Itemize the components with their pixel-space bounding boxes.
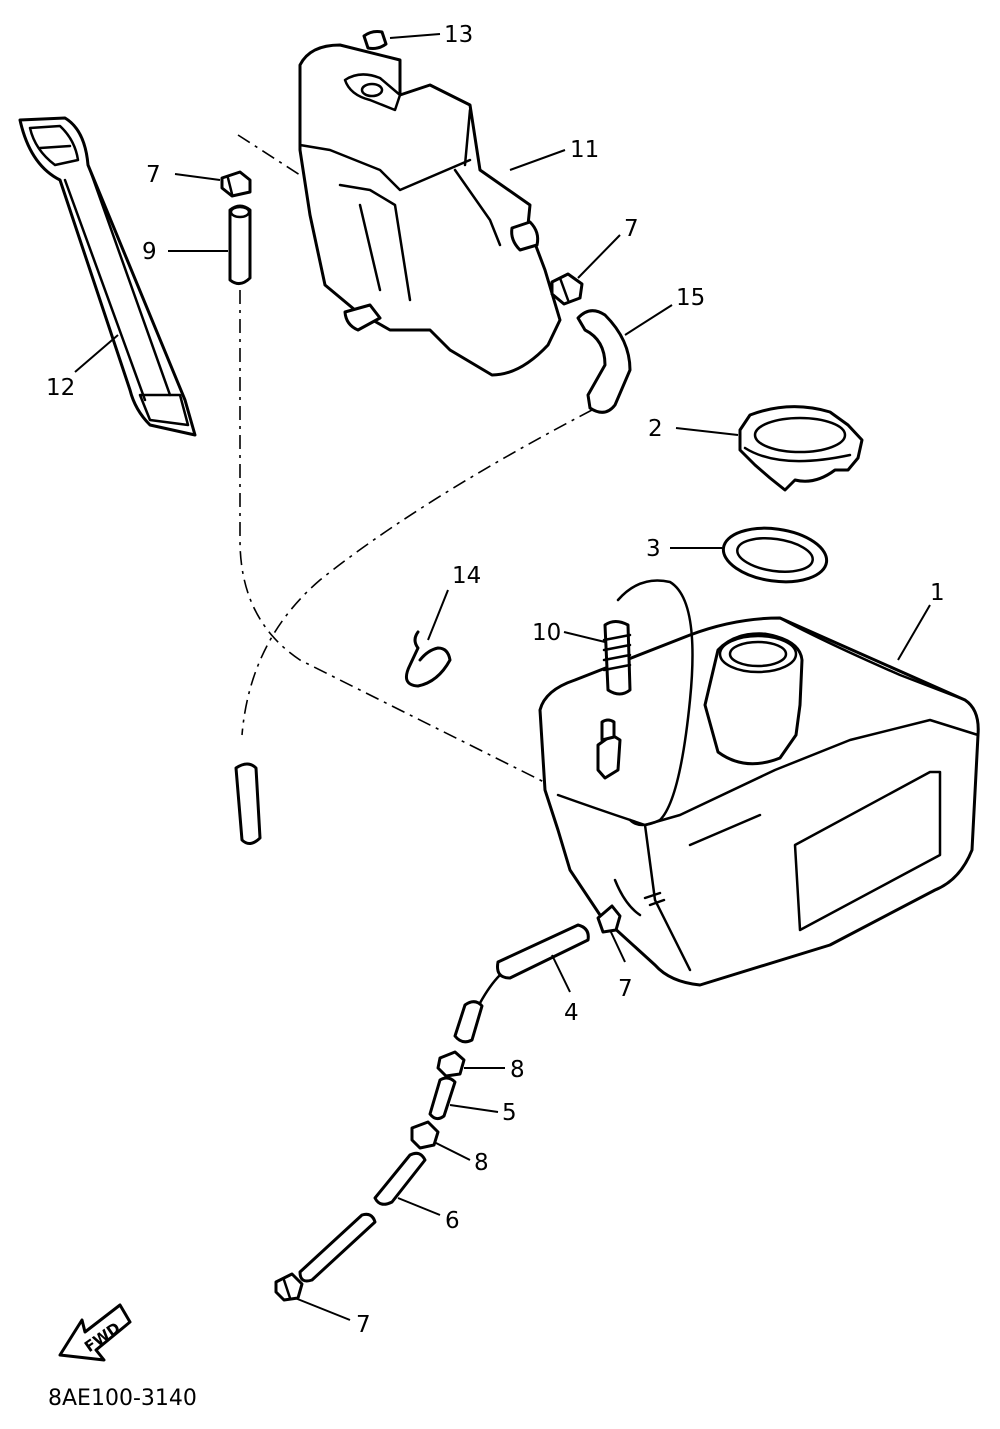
callout-clamp-lower: 8: [474, 1150, 489, 1176]
cap-gasket: [721, 526, 829, 584]
callout-reservoir-cap: 13: [444, 22, 473, 48]
callout-clip-bottom: 7: [356, 1312, 371, 1338]
forward-arrow-icon: FWD: [58, 1303, 132, 1362]
hose-clip-reservoir: [550, 272, 584, 306]
fuel-hose-lower: [298, 1151, 427, 1283]
callout-labels: 13 11 7 9 7 15 12 2 3 14 1 10 4 7 8 5 8 …: [46, 22, 945, 1338]
filler-cap: [738, 405, 864, 492]
reservoir-hose: [576, 309, 632, 414]
leader-lines: [74, 33, 931, 1321]
callout-vent-nipple: 10: [532, 620, 561, 646]
hose-joint: [428, 1076, 457, 1121]
callout-clip-top: 7: [146, 162, 161, 188]
callout-cap-gasket: 3: [646, 536, 661, 562]
callout-tank: 1: [930, 580, 945, 606]
hose-clamp: [404, 630, 452, 688]
fuel-hose-upper: [453, 923, 590, 1044]
callout-hose-lower: 6: [445, 1208, 460, 1234]
callout-reservoir-tank: 11: [570, 137, 599, 163]
rubber-strap: [18, 116, 197, 437]
hose-clip-top: [220, 170, 252, 198]
hose-clamp-lower: [410, 1120, 440, 1150]
hose-clip-tank: [596, 904, 622, 934]
breather-hose: [228, 204, 252, 285]
hose-clip-bottom: [274, 1272, 304, 1302]
reservoir-cap: [362, 30, 388, 50]
callout-breather-hose: 9: [142, 239, 157, 265]
breather-hose-end: [234, 762, 262, 845]
drawing-code: 8AE100-3140: [48, 1386, 197, 1411]
callout-clip-tank: 7: [618, 976, 633, 1002]
callout-clip-reservoir: 7: [624, 216, 639, 242]
routing-lines: [237, 134, 593, 791]
callout-strap: 12: [46, 375, 75, 401]
callout-hose-upper: 4: [564, 1000, 579, 1026]
callout-hose-clamp: 14: [452, 563, 481, 589]
fuel-tank: [538, 579, 980, 987]
vent-nipple: [602, 620, 632, 696]
callout-reservoir-hose: 15: [676, 285, 705, 311]
hose-clamp-upper: [436, 1050, 466, 1078]
reservoir-tank: [298, 43, 562, 377]
callout-clamp-upper: 8: [510, 1057, 525, 1083]
callout-filler-cap: 2: [648, 416, 663, 442]
callout-hose-joint: 5: [502, 1100, 517, 1126]
